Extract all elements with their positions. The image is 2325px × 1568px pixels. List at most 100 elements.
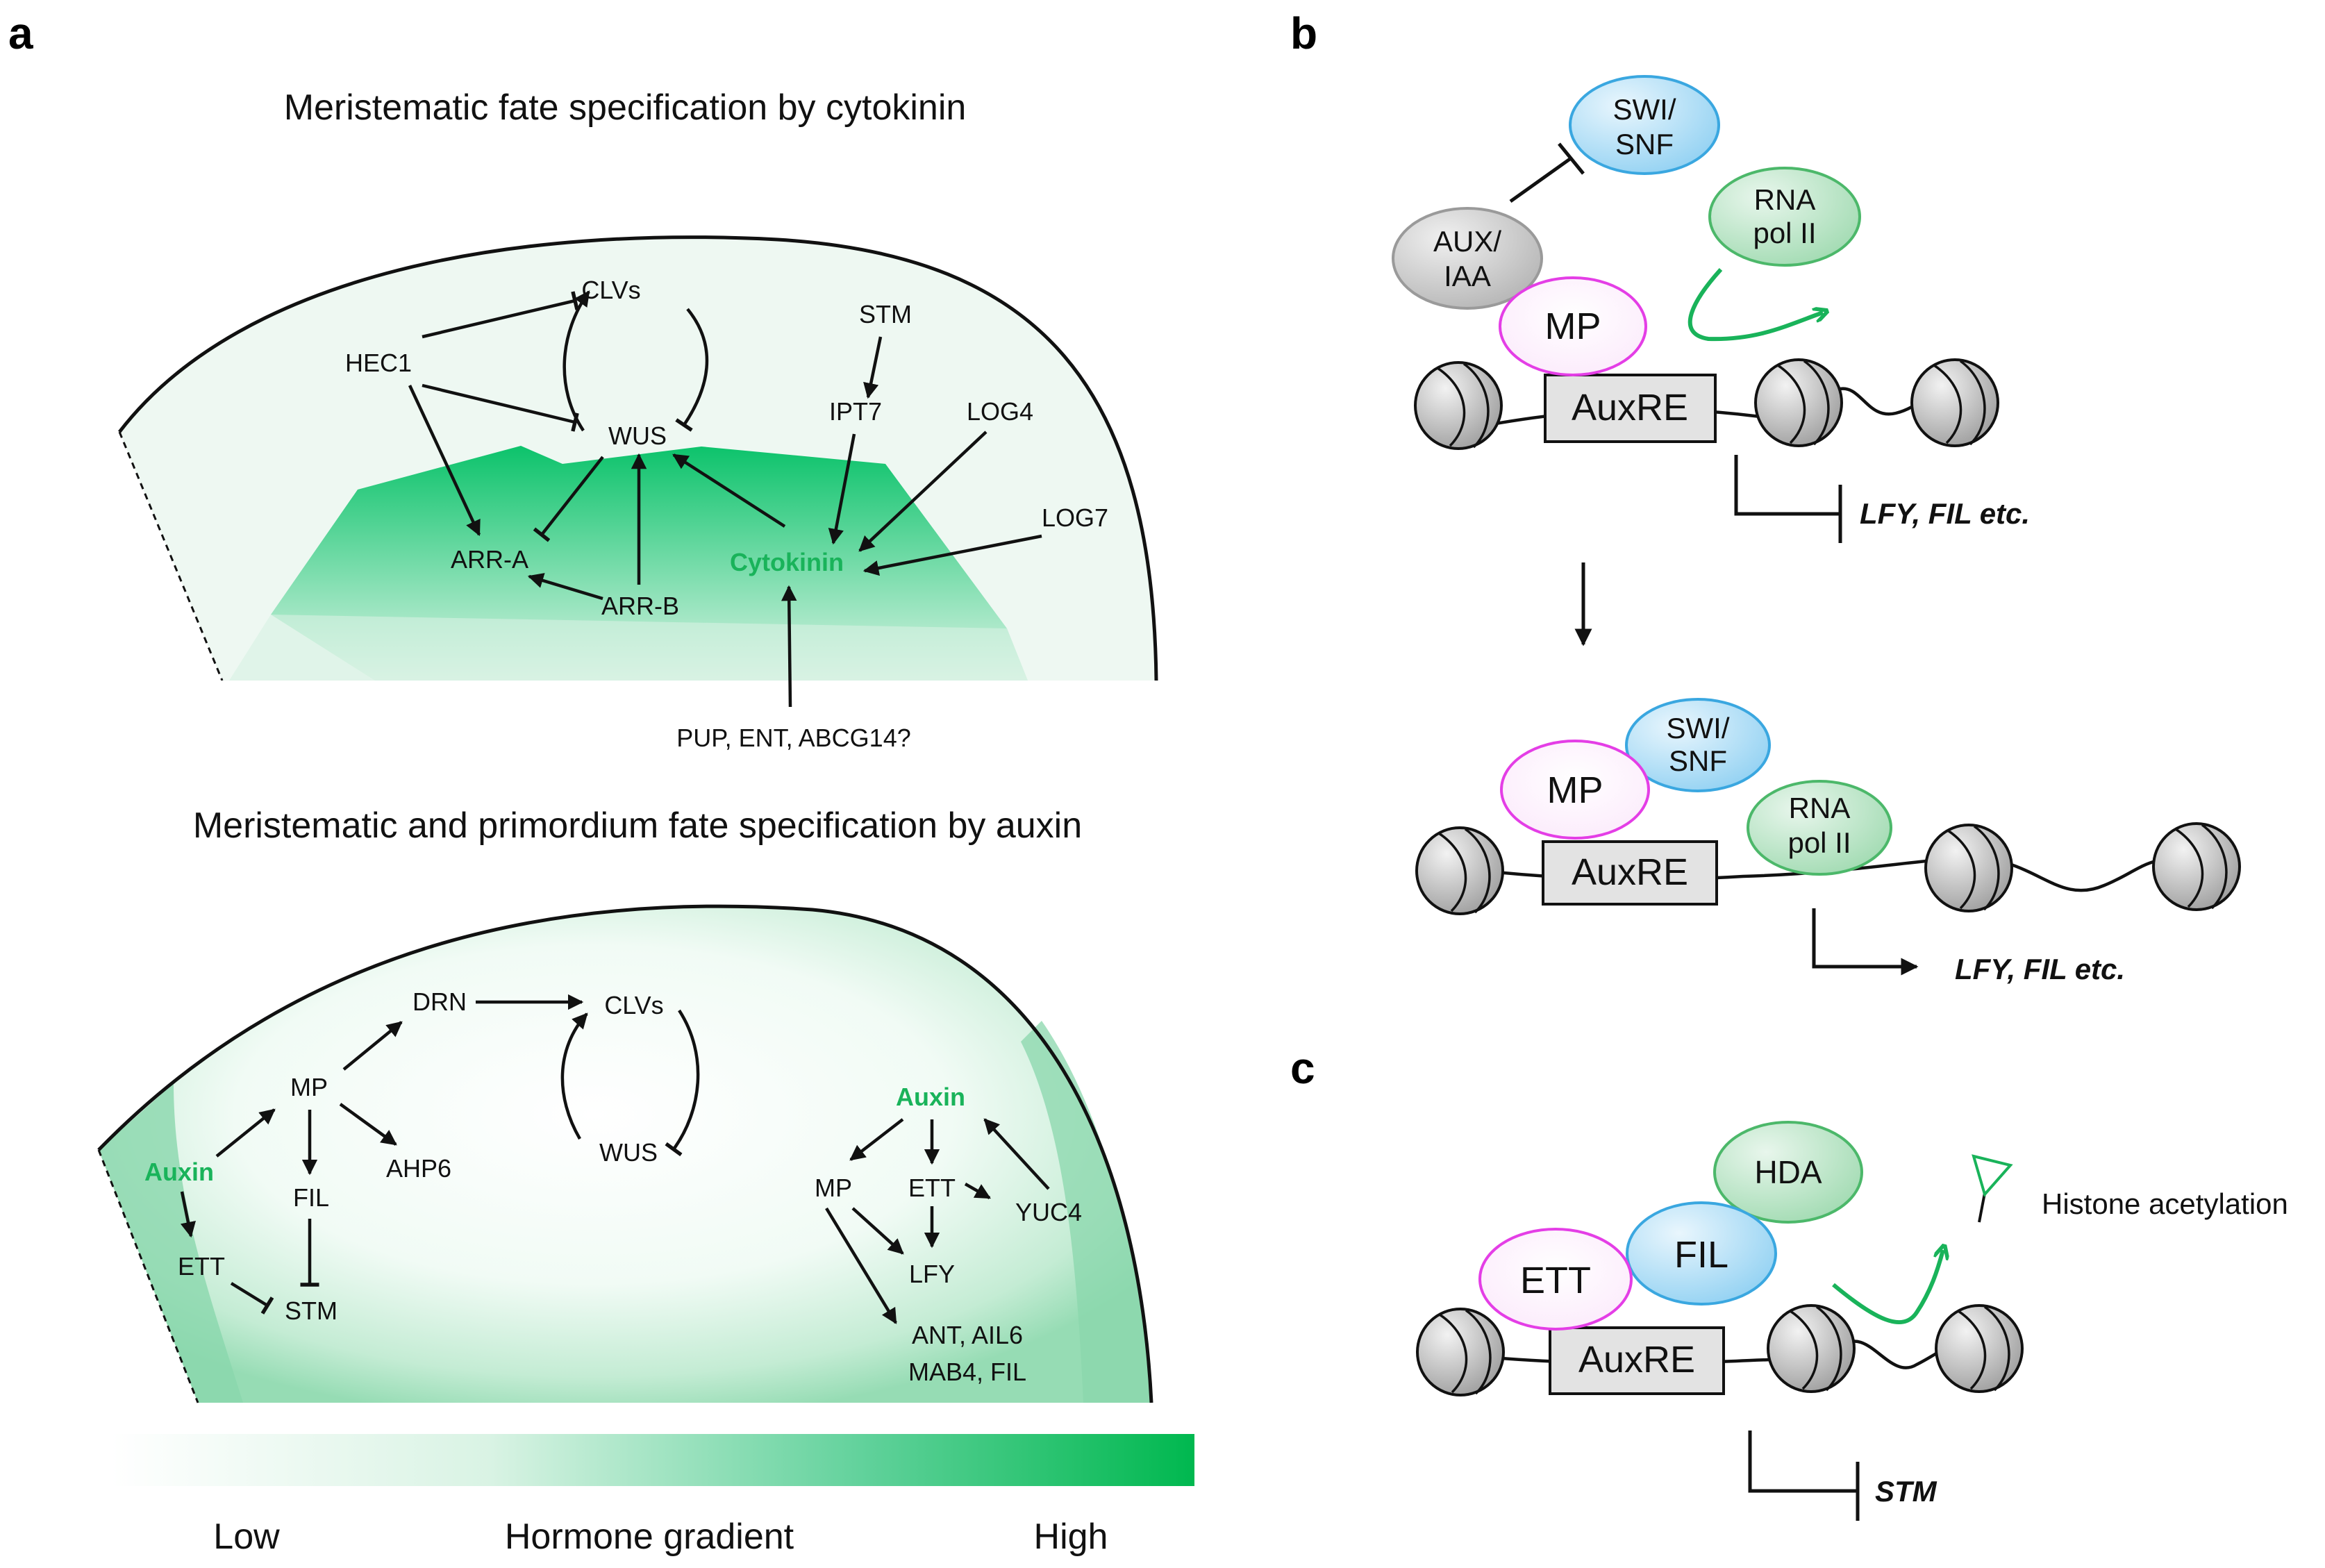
auxin-dashed-edge (97, 1149, 199, 1403)
rna-pol-ii-bound (1747, 780, 1892, 876)
swi-snf-top-l2: SNF (1615, 128, 1674, 160)
node-hec1: HEC1 (345, 349, 412, 377)
nucleosome-icon (1416, 1308, 1505, 1396)
auxin-edges (180, 994, 1050, 1324)
node-ant-line2: MAB4, FIL (908, 1358, 1026, 1386)
node-mp-left: MP (290, 1073, 328, 1101)
aux-iaa-l1: AUX/ (1433, 225, 1501, 258)
legend-hormone-gradient: Hormone gradient (505, 1517, 794, 1557)
node-ett-right: ETT (908, 1174, 956, 1202)
swi-snf-top-l1: SWI/ (1613, 93, 1676, 126)
node-lfy: LFY (909, 1260, 955, 1288)
node-ett-left: ETT (178, 1252, 225, 1281)
mp-bottom-label: MP (1547, 769, 1603, 811)
meristem-dashed-edge (118, 431, 224, 681)
auxre-label-bottom: AuxRE (1572, 851, 1688, 893)
node-cytokinin: Cytokinin (730, 548, 844, 576)
node-auxin-left: Auxin (144, 1158, 214, 1186)
nucleosome-icon (1935, 1304, 2024, 1393)
auxre-box-top (1544, 374, 1717, 443)
aux-iaa-l2: IAA (1444, 260, 1491, 292)
auxre-label-top: AuxRE (1572, 387, 1688, 428)
node-ant-line1: ANT, AIL6 (912, 1321, 1023, 1349)
legend-low: Low (213, 1517, 280, 1557)
hda-label: HDA (1754, 1154, 1822, 1190)
panel-c: AuxRE HDA FIL ETT Histone acetylation ST… (1416, 1121, 2288, 1521)
auxre-box-c (1549, 1326, 1725, 1395)
node-arr-b: ARR-B (601, 592, 679, 620)
panel-label-b: b (1290, 8, 1317, 58)
cytokinin-title: Meristematic fate specification by cytok… (284, 87, 967, 128)
stm-target: STM (1875, 1475, 1938, 1508)
panel-label-c: c (1290, 1043, 1315, 1093)
mp-top (1499, 276, 1647, 376)
transcription-arrow (1688, 267, 1823, 342)
histone-acetylation-label: Histone acetylation (2042, 1187, 2288, 1220)
swi-snf-bottom-l2: SNF (1669, 744, 1727, 777)
panel-b-top: AuxRE SWI/ SNF RNA pol II AUX/ IAA MP LF… (1392, 75, 2030, 543)
deacetylation-arrow (1832, 1250, 1943, 1325)
targets-top: LFY, FIL etc. (1860, 497, 2030, 530)
node-fil: FIL (293, 1183, 329, 1212)
auxin-meristem (97, 904, 1153, 1403)
meristem-outline (118, 235, 1158, 681)
rna-bottom-l1: RNA (1789, 792, 1851, 824)
panel-b-bottom: AuxRE SWI/ SNF MP RNA pol II LFY, FIL et… (1415, 698, 2241, 985)
node-mp-right: MP (815, 1174, 852, 1202)
nucleosome-icon (1767, 1304, 1856, 1393)
legend-high: High (1034, 1517, 1108, 1557)
node-transport: PUP, ENT, ABCG14? (676, 724, 911, 752)
hda (1713, 1121, 1863, 1224)
node-yuc4: YUC4 (1015, 1198, 1082, 1226)
auxin-title: Meristematic and primordium fate specifi… (193, 806, 1082, 846)
repressed-promoter (1734, 455, 1840, 516)
active-promoter (1812, 908, 1919, 976)
auxin-meristem-fill (99, 906, 1151, 1403)
node-stm: STM (859, 300, 912, 328)
nucleosome-icon (1910, 358, 1999, 447)
node-wus-auxin: WUS (599, 1138, 658, 1167)
node-ipt7: IPT7 (829, 397, 882, 426)
rna-bottom-l2: pol II (1788, 826, 1851, 859)
rna-top-l1: RNA (1754, 183, 1816, 216)
swi-snf-complex (1569, 75, 1720, 175)
node-ahp6: AHP6 (386, 1154, 451, 1183)
cytokinin-edges (408, 290, 1042, 708)
node-clvs-auxin: CLVs (604, 991, 663, 1019)
histone-tail-icon (1972, 1154, 2013, 1223)
node-log7: LOG7 (1042, 503, 1108, 532)
repressed-promoter-c (1748, 1431, 1858, 1493)
mp-bottom (1500, 740, 1650, 840)
fil-label: FIL (1674, 1234, 1728, 1276)
node-drn: DRN (412, 987, 467, 1016)
ett (1478, 1228, 1633, 1331)
auxre-label-c: AuxRE (1578, 1339, 1695, 1381)
aux-iaa (1392, 207, 1543, 310)
node-stm-auxin: STM (285, 1296, 338, 1325)
fil (1626, 1201, 1777, 1306)
auxin-meristem-outline (97, 904, 1153, 1403)
node-log4: LOG4 (967, 397, 1033, 426)
node-arr-a: ARR-A (451, 545, 528, 574)
ett-label: ETT (1520, 1260, 1591, 1301)
node-auxin-right: Auxin (896, 1083, 965, 1111)
node-clvs: CLVs (581, 276, 640, 304)
targets-bottom: LFY, FIL etc. (1955, 953, 2125, 985)
node-wus: WUS (608, 422, 667, 450)
nucleosome-icon (2152, 822, 2241, 911)
nucleosome-icon (1754, 358, 1843, 447)
swi-snf-bottom-l1: SWI/ (1667, 712, 1730, 744)
swi-snf-bound (1625, 698, 1771, 792)
nucleosome-icon (1924, 824, 2013, 912)
panel-label-a: a (8, 8, 33, 58)
aux-iaa-inhibition (1509, 156, 1572, 203)
nucleosome-icon (1414, 361, 1503, 450)
rna-top-l2: pol II (1753, 217, 1816, 249)
nucleosome-icon (1415, 826, 1504, 915)
rna-pol-ii (1708, 167, 1861, 267)
auxre-box-bottom (1542, 840, 1718, 906)
mp-top-label: MP (1545, 306, 1601, 347)
hormone-gradient-bar (111, 1434, 1194, 1486)
